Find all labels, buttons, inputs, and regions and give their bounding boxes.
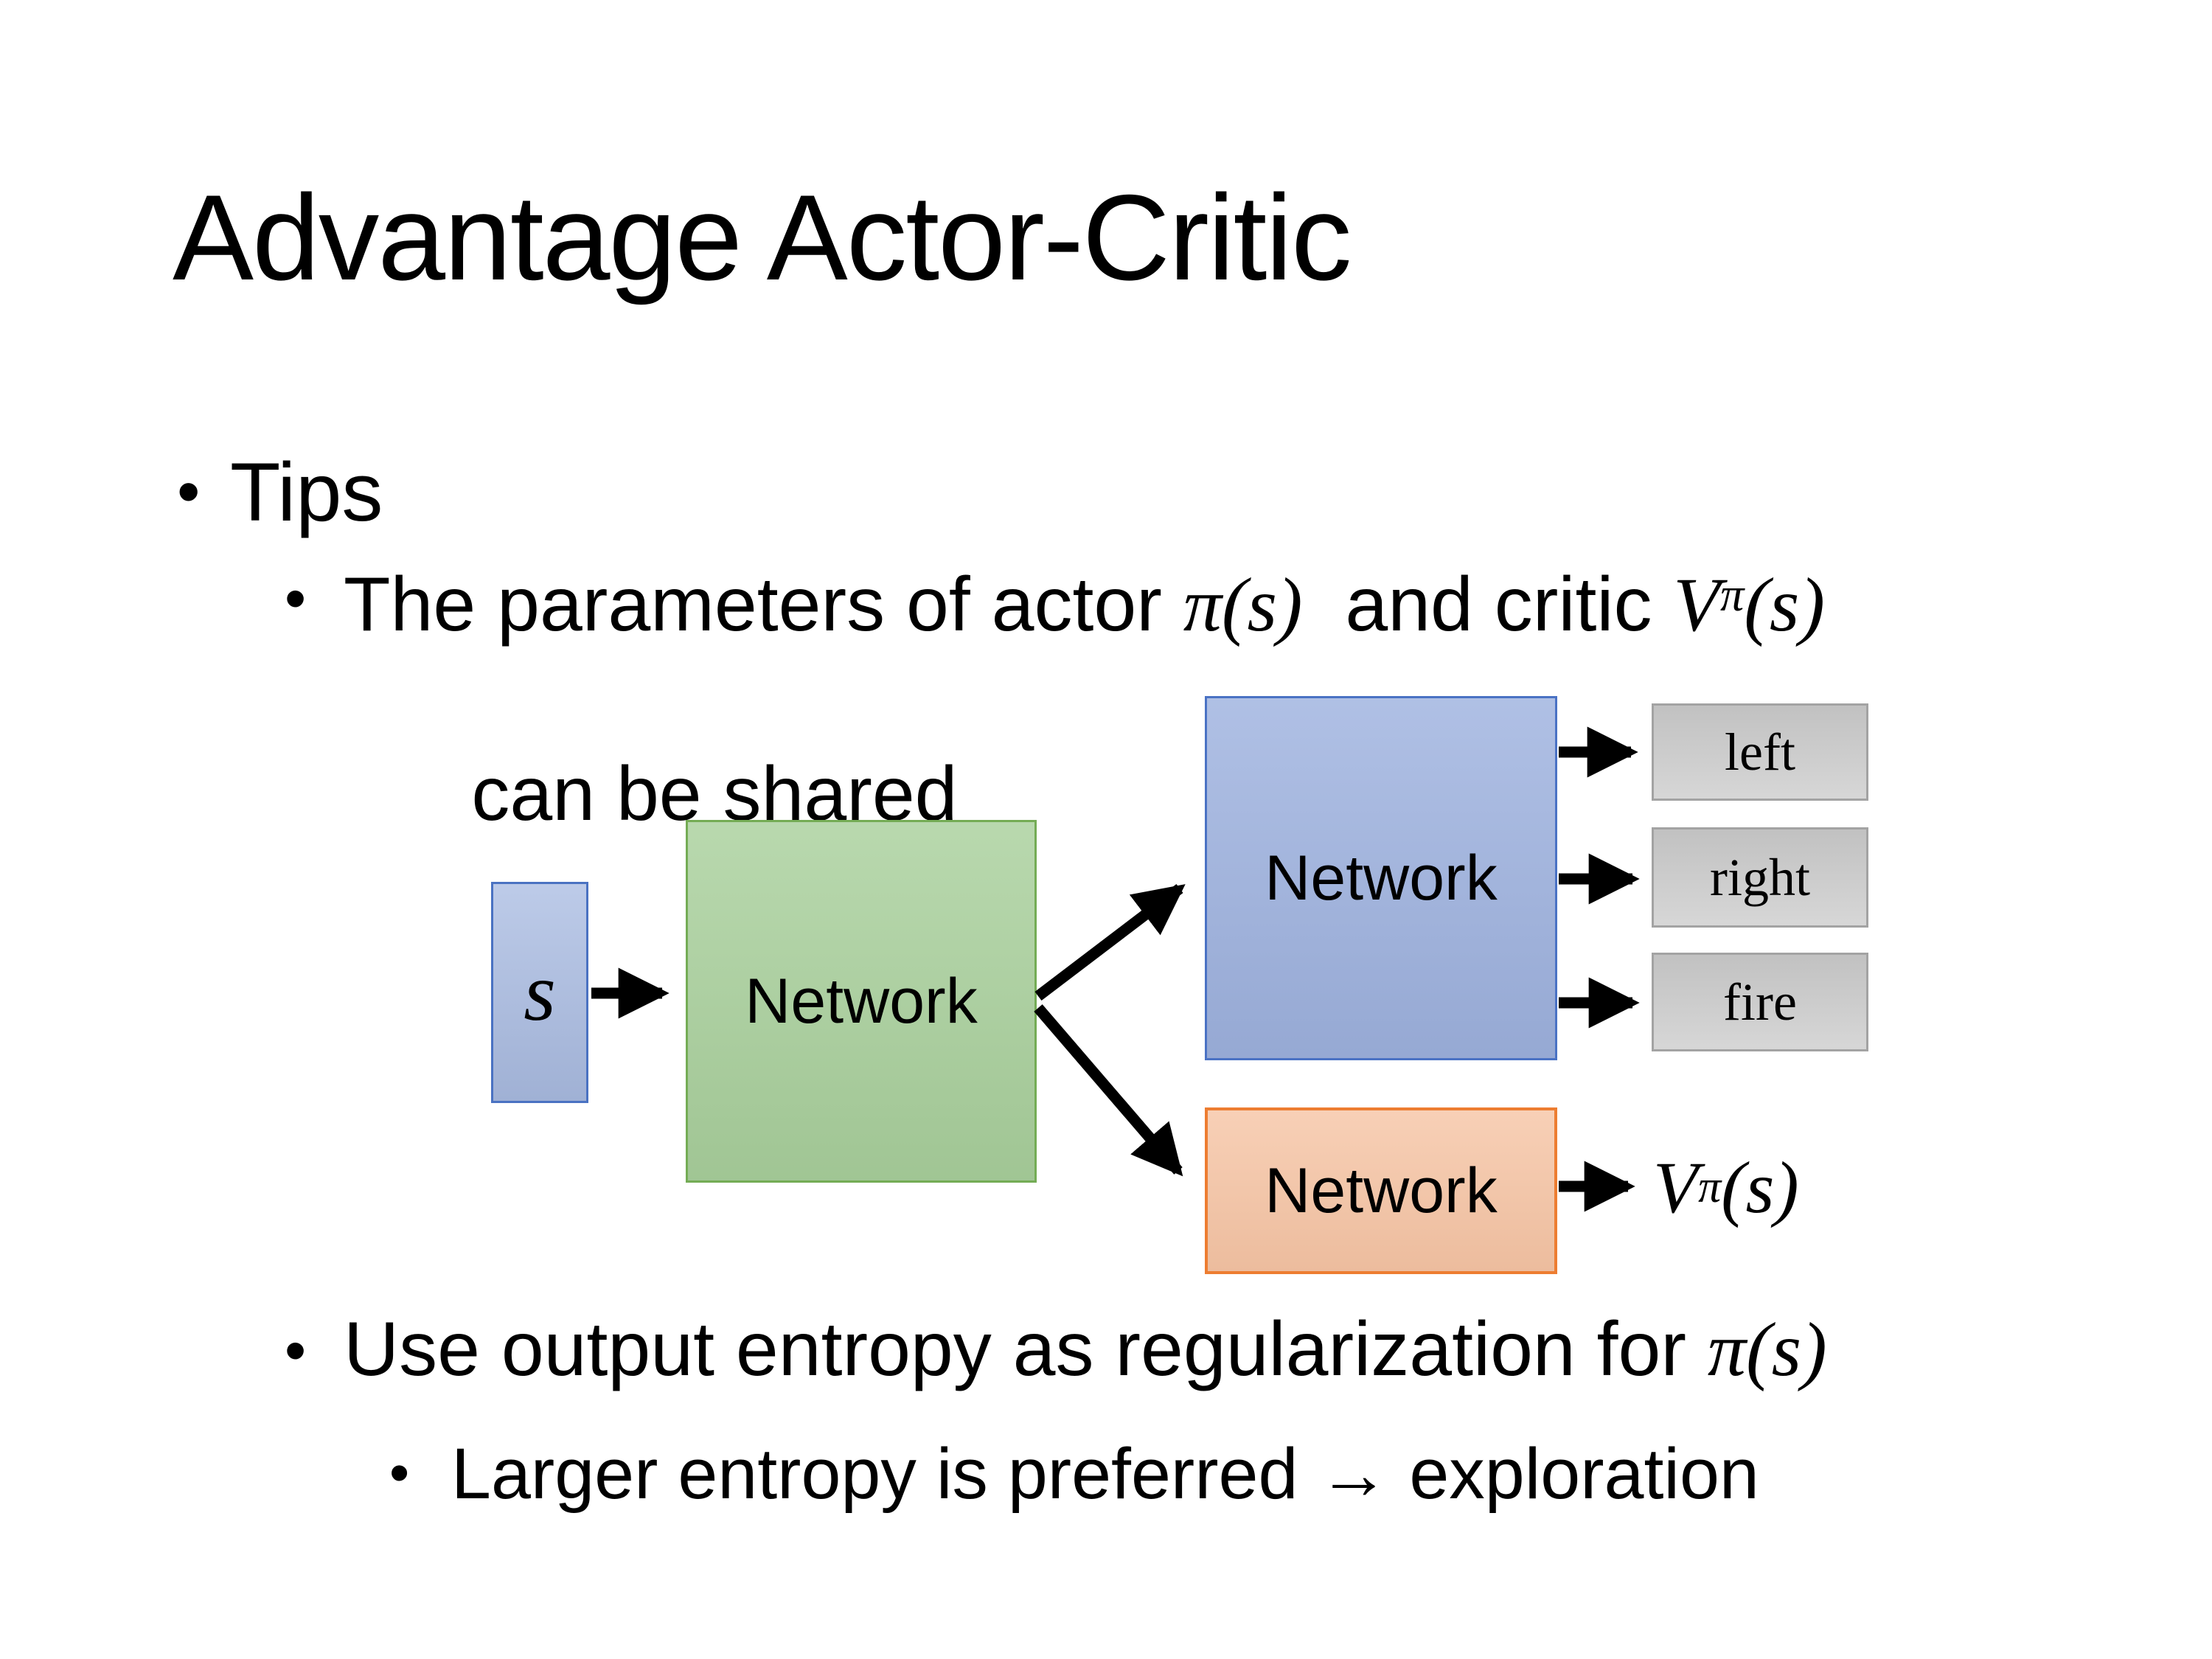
critic-v-args: (s) — [1744, 563, 1825, 647]
critic-network-box: Network — [1205, 1107, 1557, 1274]
actor-network-label: Network — [1265, 842, 1498, 914]
shared-network-label: Network — [745, 965, 978, 1037]
action-left-label: left — [1725, 722, 1795, 782]
bullet-marker: • — [285, 1316, 307, 1385]
shared-network-box: Network — [686, 820, 1037, 1183]
page-title: Advantage Actor-Critic — [173, 170, 1352, 305]
critic-v-sup: π — [1719, 568, 1745, 621]
bullet-marker: • — [285, 564, 307, 633]
action-fire-label: fire — [1723, 972, 1797, 1032]
bullet-entropy: • Use output entropy as regularization fo… — [285, 1311, 1827, 1388]
critic-v-math: Vπ(s) — [1673, 563, 1825, 647]
bullet-exploration-label: Larger entropy is preferred → exploratio… — [451, 1433, 1759, 1514]
bullet-marker: • — [389, 1441, 410, 1505]
shared-line1-mid: and critic — [1302, 562, 1674, 647]
entropy-pi-math: π(s) — [1707, 1307, 1827, 1392]
action-fire-box: fire — [1652, 953, 1868, 1051]
bullet-marker: • — [177, 454, 201, 528]
action-right-box: right — [1652, 827, 1868, 928]
bullet-entropy-text: Use output entropy as regularization for… — [344, 1311, 1827, 1388]
action-right-label: right — [1710, 847, 1810, 907]
entropy-pre: Use output entropy as regularization for — [344, 1307, 1708, 1392]
bullet-tips-label: Tips — [230, 446, 383, 538]
bullet-tips: •Tips — [177, 451, 383, 534]
critic-network-label: Network — [1265, 1155, 1498, 1226]
shared-line1-pre: The parameters of actor — [344, 562, 1183, 647]
value-v: V — [1653, 1146, 1699, 1228]
actor-network-box: Network — [1205, 696, 1557, 1060]
actor-pi-math: π(s) — [1183, 563, 1303, 647]
bullet-shared-text: The parameters of actor π(s) and critic … — [344, 557, 1825, 936]
shared-to-critic-arrow — [1034, 1004, 1183, 1177]
bullet-exploration: •Larger entropy is preferred → explorati… — [389, 1438, 1759, 1509]
critic-v: V — [1673, 563, 1720, 647]
state-input-box: s — [491, 882, 588, 1103]
state-label: s — [524, 946, 556, 1038]
bullet-shared-parameters: • The parameters of actor π(s) and critic… — [285, 557, 1825, 936]
value-v-args: (s) — [1721, 1146, 1799, 1228]
action-left-box: left — [1652, 703, 1868, 801]
